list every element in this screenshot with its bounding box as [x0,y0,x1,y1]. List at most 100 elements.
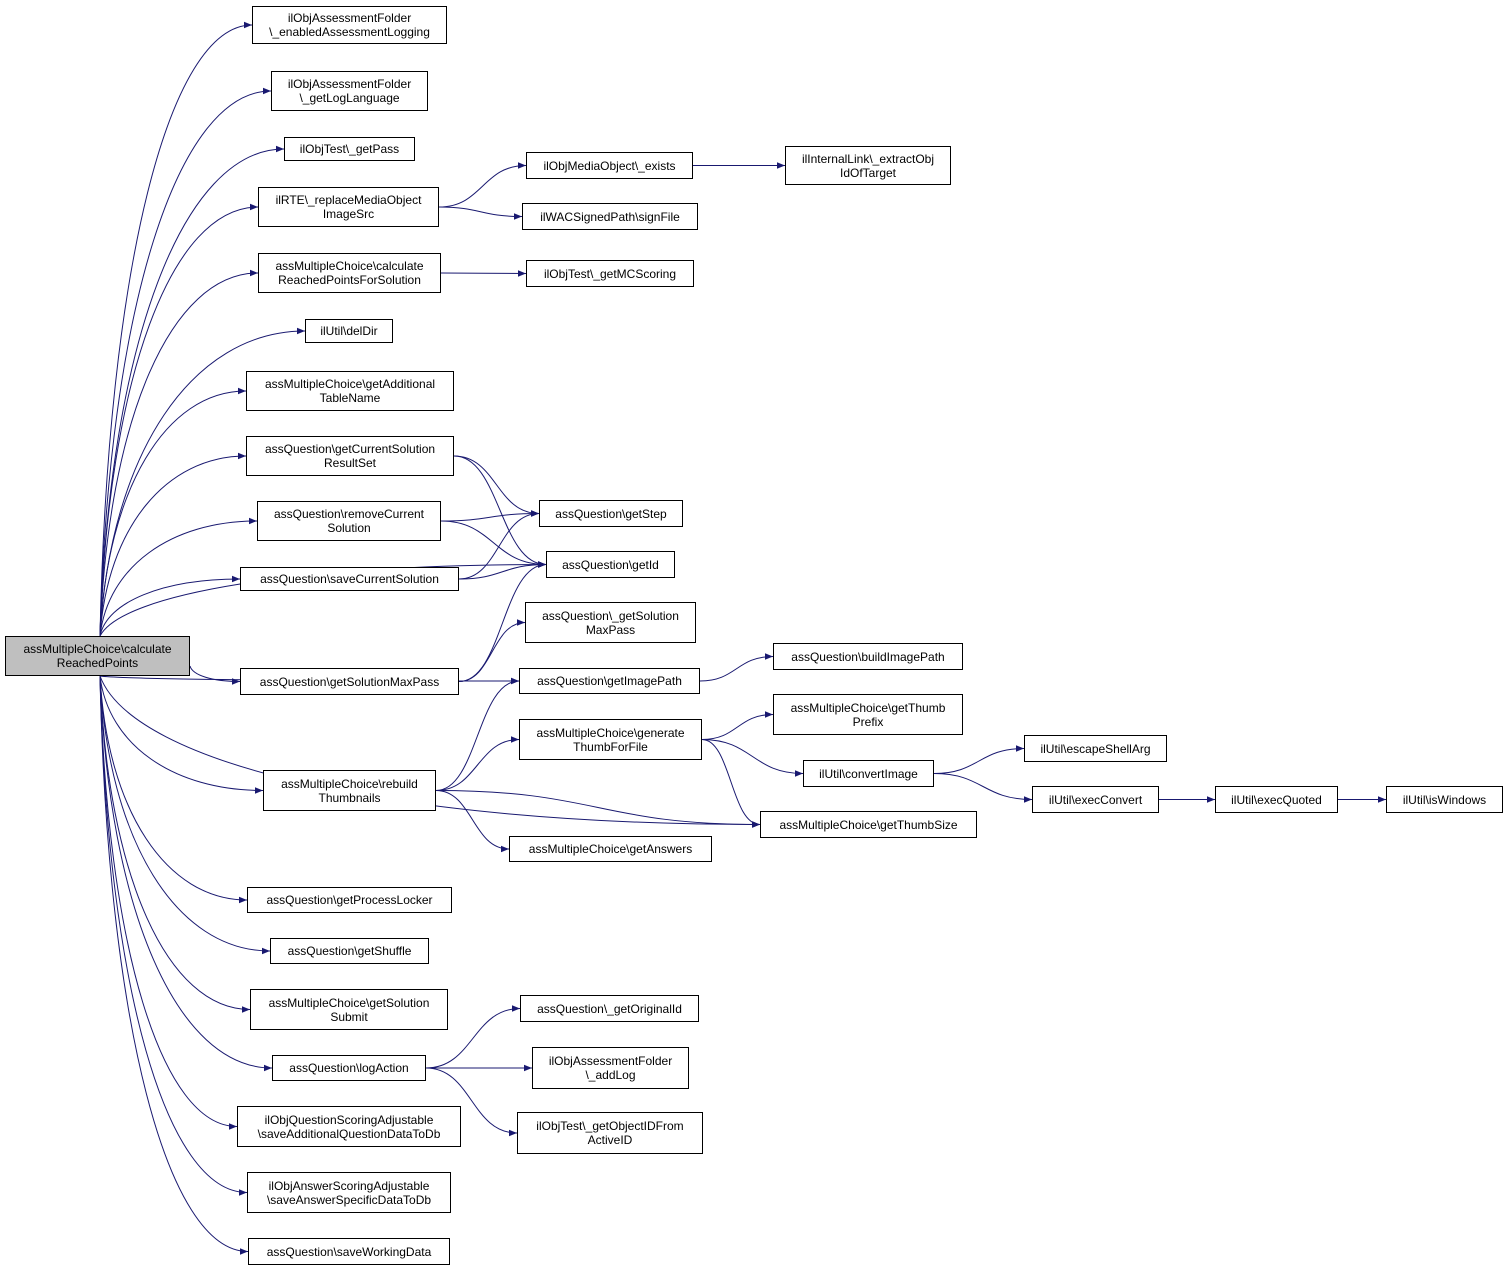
node-save-current-solution[interactable]: assQuestion\saveCurrentSolution [240,567,459,591]
edge-calcForSolution-to-getMCScoring [440,270,527,277]
node-label-line: ilObjAssessmentFolder [287,11,412,25]
node-exec-convert[interactable]: ilUtil\execConvert [1032,786,1159,813]
node-label-line: ilUtil\escapeShellArg [1040,741,1151,756]
edge-rebuildThumbnails-to-generateThumb [435,736,520,791]
node-label-line: ReachedPoints [56,656,139,670]
node-get-solution-max-pass[interactable]: assQuestion\getSolutionMaxPass [240,668,459,695]
edge-root-to-getShuffle [99,675,271,955]
edge-root-to-saveAdditional [99,675,238,1130]
node-del-dir[interactable]: ilUtil\delDir [305,319,393,343]
node-save-working-data[interactable]: assQuestion\saveWorkingData [248,1238,450,1265]
edge-generateThumb-to-getThumbPrefix [701,711,774,740]
edge-root-to-rebuildThumbnails [99,675,264,794]
node-label-line: ThumbForFile [573,739,648,754]
node-label-line: assMultipleChoice\rebuild [281,776,418,791]
node-label-line: assMultipleChoice\calculate [275,259,424,273]
node-label-line: assQuestion\getImagePath [537,674,682,688]
edge-logAction-to-getObjectIdFromActive [425,1067,518,1137]
node-label-line: assMultipleChoice\getThumb [790,700,946,715]
node-save-additional[interactable]: ilObjQuestionScoringAdjustable\saveAddit… [237,1106,461,1147]
edge-root-to-getLogLanguage [99,87,272,637]
node-get-shuffle[interactable]: assQuestion\getShuffle [270,938,429,964]
node-label-line: ReachedPointsForSolution [278,273,421,287]
node-label-line: assMultipleChoice\calculate [23,642,172,656]
edge-getSolutionMaxPass-to-getId [458,561,547,682]
node-get-thumb-size[interactable]: assMultipleChoice\getThumbSize [760,811,977,838]
node-get-process-locker[interactable]: assQuestion\getProcessLocker [247,887,452,913]
edge-root-to-getSolutionMaxPass [189,665,241,685]
node-get-log-language[interactable]: ilObjAssessmentFolder\_getLogLanguage [271,71,428,111]
edge-root-to-saveCurrentSolution [99,575,241,637]
edge-currentSolutionRS-to-getStep [453,455,540,517]
node-label-line: \saveAdditionalQuestionDataToDb [257,1126,441,1141]
node-save-answer-specific[interactable]: ilObjAnswerScoringAdjustable\saveAnswerS… [247,1172,451,1213]
node-label-line: assQuestion\getStep [555,506,667,521]
edge-root-to-saveAnswerSpecific [99,675,248,1196]
node-label-line: ilUtil\delDir [320,324,378,338]
edge-currentSolutionRS-to-getId [453,455,547,568]
node-get-pass[interactable]: ilObjTest\_getPass [284,137,415,161]
node-label-line: assMultipleChoice\getThumbSize [779,817,958,832]
node-convert-image[interactable]: ilUtil\convertImage [803,760,934,787]
node-get-original-id[interactable]: assQuestion\_getOriginalId [520,995,699,1022]
node-label-line: assQuestion\getProcessLocker [266,893,433,907]
edge-root-to-enabledLogging [99,21,253,637]
edge-saveCurrentSolution-to-getStep [458,510,540,580]
node-media-exists[interactable]: ilObjMediaObject\_exists [526,152,693,179]
node-label-line: ilObjAssessmentFolder [548,1054,673,1068]
edge-root-to-calcForSolution [99,269,259,637]
edge-getImagePath-to-buildImagePath [699,653,774,682]
node-label-line: ilObjTest\_getMCScoring [543,266,677,281]
edge-root-to-logAction [99,675,273,1072]
edge-root-to-removeCurrentSolution [99,517,258,637]
node-label-line: IdOfTarget [839,165,897,180]
node-label-line: assQuestion\saveWorkingData [266,1244,432,1259]
node-enabled-logging[interactable]: ilObjAssessmentFolder\_enabledAssessment… [252,6,447,44]
edge-convertImage-to-execConvert [933,773,1033,803]
node-label-line: Submit [330,1009,368,1024]
node-label-line: Thumbnails [318,790,381,805]
node-label-line: assQuestion\saveCurrentSolution [260,572,439,586]
edge-removeCurrentSolution-to-getStep [440,510,540,522]
node-label-line: assMultipleChoice\getAdditional [264,377,436,391]
node-build-image-path[interactable]: assQuestion\buildImagePath [773,643,963,670]
node-label-line: ilObjQuestionScoringAdjustable [264,1112,434,1127]
edge-root-to-replaceMedia [99,203,259,637]
node-label-line: assQuestion\getId [562,557,659,572]
node-get-id[interactable]: assQuestion\getId [546,551,675,578]
node-label-line: ilUtil\convertImage [819,766,918,781]
node-log-action[interactable]: assQuestion\logAction [272,1055,426,1081]
edge-root-to-getId [99,561,547,637]
node-label-line: ilUtil\isWindows [1402,792,1487,807]
node-get-answers[interactable]: assMultipleChoice\getAnswers [509,836,712,862]
node-escape-shell-arg[interactable]: ilUtil\escapeShellArg [1024,735,1167,762]
node-is-windows[interactable]: ilUtil\isWindows [1386,786,1503,813]
node-label-line: Solution [327,521,371,535]
node-label-line: MaxPass [585,622,636,637]
node-label-line: ImageSrc [322,207,375,221]
node-label-line: \_getLogLanguage [299,91,400,105]
node-get-step[interactable]: assQuestion\getStep [539,500,683,527]
edge-rebuildThumbnails-to-getImagePath [435,677,520,791]
node-get-m-c-scoring[interactable]: ilObjTest\_getMCScoring [526,260,694,287]
node-label-line: \_enabledAssessmentLogging [269,25,430,39]
node-label-line: assQuestion\getShuffle [287,944,412,958]
node-label-line: assQuestion\getSolutionMaxPass [259,674,440,689]
node-add-log[interactable]: ilObjAssessmentFolder\_addLog [532,1047,689,1089]
node-get-image-path[interactable]: assQuestion\getImagePath [519,668,700,694]
node-exec-quoted[interactable]: ilUtil\execQuoted [1215,786,1338,813]
node-sign-file[interactable]: ilWACSignedPath\signFile [522,203,698,230]
